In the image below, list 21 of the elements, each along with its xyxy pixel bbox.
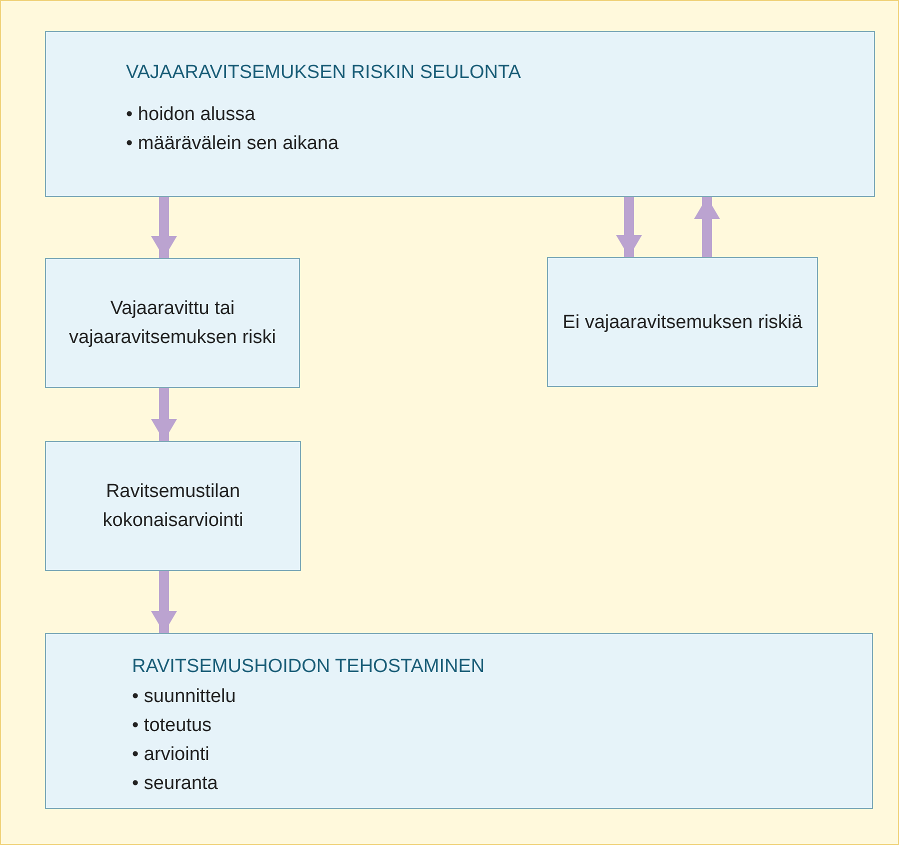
arrow bbox=[151, 197, 177, 258]
arrow bbox=[151, 388, 177, 441]
box-heading: VAJAARAVITSEMUKSEN RISKIN SEULONTA bbox=[126, 62, 521, 84]
box-text: Ei vajaaravitsemuksen riskiä bbox=[562, 310, 802, 334]
arrow bbox=[694, 197, 720, 257]
bullet-item: • arviointi bbox=[132, 743, 210, 767]
bullet-item: • hoidon alussa bbox=[126, 103, 256, 127]
bullet-item: • seuranta bbox=[132, 772, 218, 796]
process-box bbox=[45, 441, 301, 571]
box-heading: RAVITSEMUSHOIDON TEHOSTAMINEN bbox=[132, 656, 485, 678]
arrow bbox=[616, 197, 642, 257]
bullet-item: • määrävälein sen aikana bbox=[126, 132, 339, 156]
bullet-item: • toteutus bbox=[132, 714, 212, 738]
process-box bbox=[45, 258, 300, 388]
bullet-item: • suunnittelu bbox=[132, 685, 236, 709]
process-box bbox=[45, 633, 873, 809]
process-box bbox=[45, 31, 875, 197]
box-text: Vajaaravittu tai vajaaravitsemuksen riski bbox=[68, 297, 277, 350]
process-box bbox=[547, 257, 818, 387]
arrow bbox=[151, 571, 177, 633]
box-text: Ravitsemustilan kokonaisarviointi bbox=[102, 480, 244, 533]
